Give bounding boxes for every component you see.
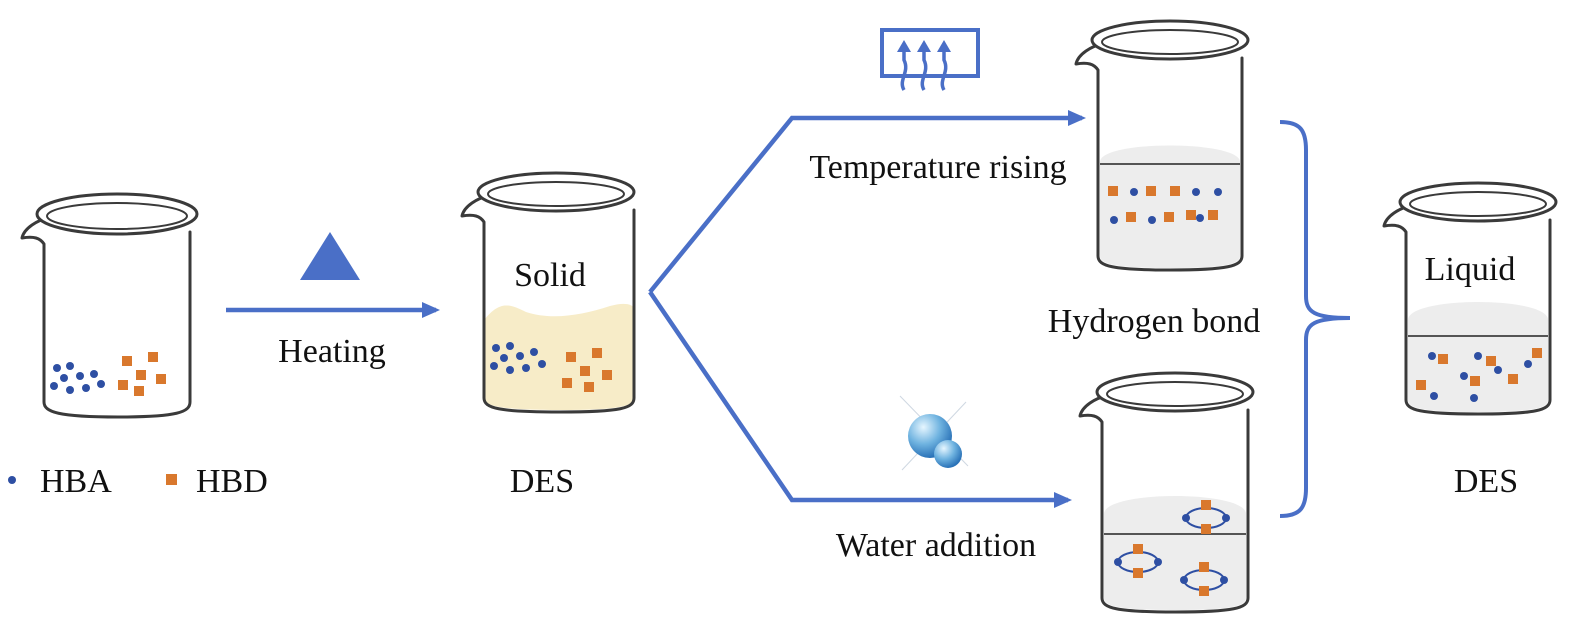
hba-particles-solid [490, 342, 546, 374]
hbd-legend-marker [166, 474, 177, 485]
solid-label: Solid [514, 257, 586, 294]
temperature-rising-label: Temperature rising [809, 149, 1066, 186]
arrow-water-branch [648, 290, 1072, 508]
particles-liquid [1416, 348, 1542, 402]
water-molecule-icon [899, 395, 969, 471]
hbd-legend-label: HBD [196, 463, 268, 500]
hydrogen-bond-label: Hydrogen bond [1048, 303, 1260, 340]
heating-label: Heating [278, 333, 386, 370]
beaker-initial [20, 192, 199, 419]
hba-particles-initial [50, 362, 105, 394]
arrow-temperature-branch [648, 110, 1086, 294]
beaker-water [1078, 371, 1255, 614]
legend: HBA HBD [8, 463, 268, 500]
triangle-icon [300, 232, 360, 280]
hydrogen-bond-cluster [1114, 544, 1162, 578]
beaker-liquid: Liquid [1382, 181, 1558, 416]
beaker-solid: Solid [460, 171, 636, 414]
hbd-particles-solid [562, 348, 612, 392]
water-addition-label: Water addition [836, 527, 1036, 564]
des-label-left: DES [510, 463, 574, 500]
hba-legend-marker [8, 476, 16, 484]
bracket [1279, 120, 1351, 518]
hbd-particles-initial [118, 352, 166, 396]
hba-legend-label: HBA [40, 463, 112, 500]
heating-step: Heating [226, 232, 440, 370]
hydrogen-bond-cluster [1180, 562, 1228, 596]
des-label-right: DES [1454, 463, 1518, 500]
beaker-temperature [1074, 19, 1250, 272]
hydrogen-bond-cluster [1182, 500, 1230, 534]
heat-arrows-icon [880, 28, 980, 91]
liquid-label: Liquid [1425, 251, 1516, 288]
particles-temperature [1108, 186, 1222, 224]
